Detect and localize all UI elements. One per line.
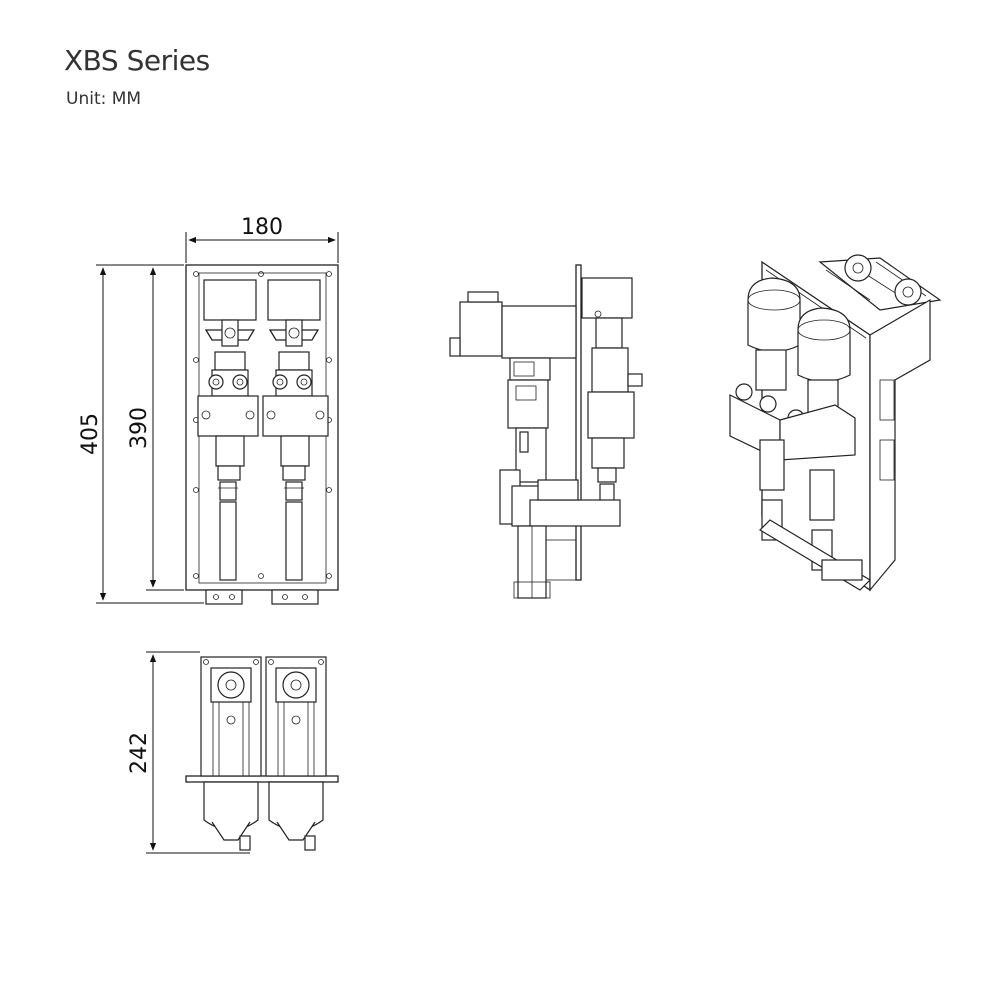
front-view: 180 405 390 bbox=[78, 215, 339, 605]
plate-holes bbox=[193, 271, 332, 579]
isometric-view bbox=[729, 254, 942, 592]
top-view: 242 bbox=[127, 651, 339, 854]
top-unit-right bbox=[265, 656, 327, 851]
dim-depth: 242 bbox=[127, 732, 152, 774]
dim-width: 180 bbox=[241, 215, 283, 240]
front-pump-right bbox=[262, 279, 329, 581]
front-pump-left bbox=[197, 279, 259, 581]
unit-label: Unit: MM bbox=[66, 89, 142, 109]
page-title: XBS Series bbox=[64, 44, 210, 77]
dim-height-total: 405 bbox=[78, 413, 103, 455]
side-view bbox=[449, 264, 643, 599]
top-unit-left bbox=[200, 656, 262, 851]
dim-height-inner: 390 bbox=[127, 407, 152, 449]
